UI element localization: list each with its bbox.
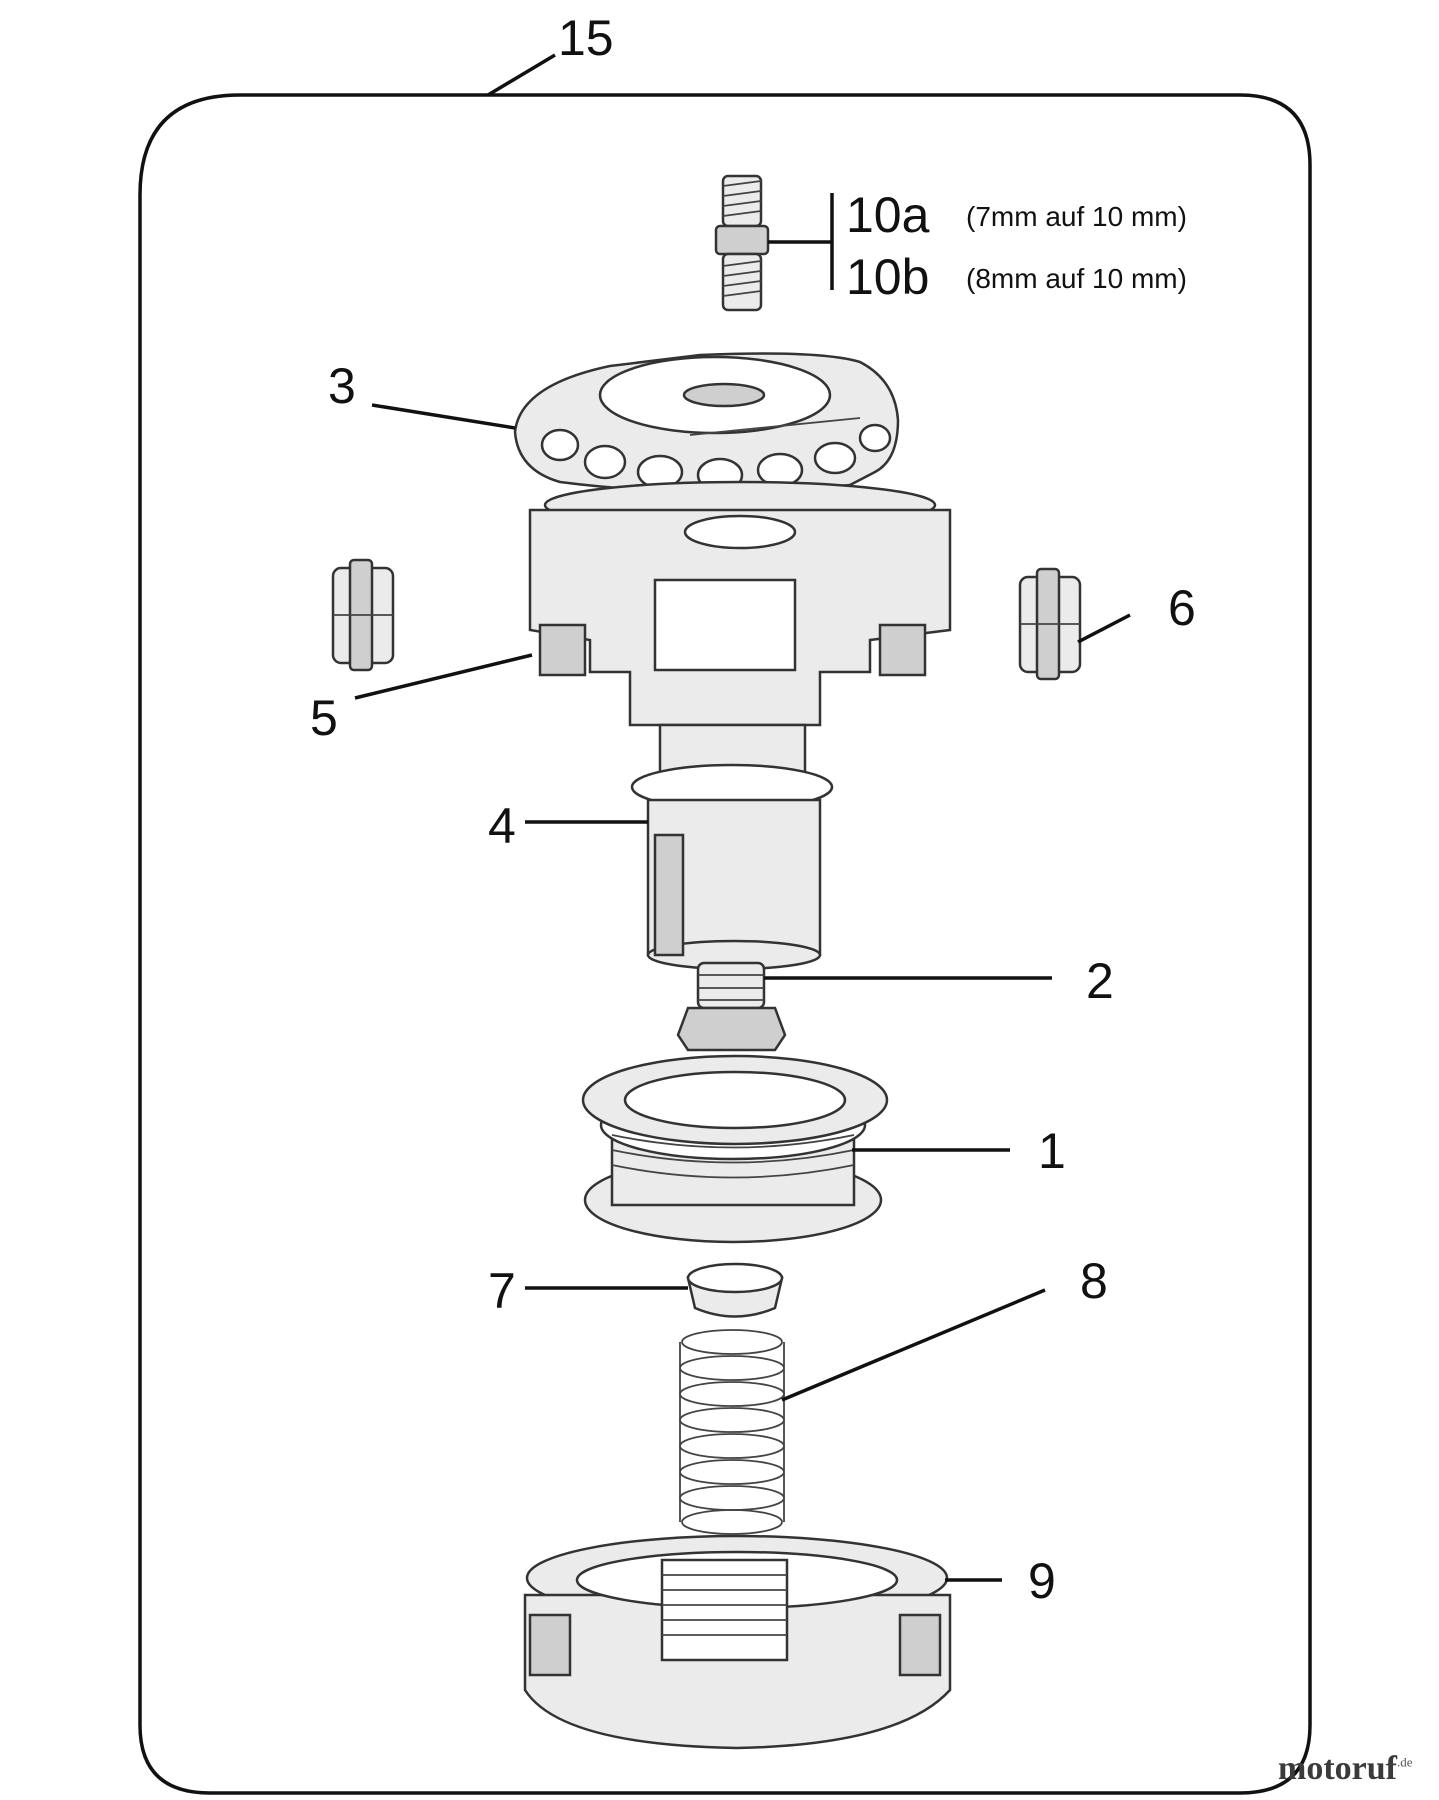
part-6-eyelet-right xyxy=(1018,567,1082,681)
part-8-spring xyxy=(679,1329,785,1535)
part-7-button-cap xyxy=(686,1262,784,1318)
part-4-hub xyxy=(630,723,834,971)
label-7: 7 xyxy=(488,1263,516,1319)
label-2: 2 xyxy=(1086,953,1114,1009)
label-10a: 10a xyxy=(846,187,930,243)
label-10b: 10b xyxy=(846,249,929,305)
part-2-nut xyxy=(676,961,787,1052)
part-3-cover-cap xyxy=(513,352,900,494)
part-5-spool-housing xyxy=(528,480,952,727)
assembly-frame xyxy=(138,93,1312,1795)
part-1-spool xyxy=(581,1054,889,1244)
label-8: 8 xyxy=(1080,1253,1108,1309)
leader-8 xyxy=(781,1288,1046,1402)
label-4: 4 xyxy=(488,798,516,854)
watermark-logo: motoruf.de xyxy=(1278,1750,1413,1788)
label-5: 5 xyxy=(310,690,338,746)
part-6-eyelet-left xyxy=(331,558,395,672)
leader-5 xyxy=(354,653,533,700)
label-3: 3 xyxy=(328,358,356,414)
part-10-adapter-bolt xyxy=(714,174,770,312)
leader-3 xyxy=(371,403,516,430)
label-6: 6 xyxy=(1168,580,1196,636)
label-10a-note: (7mm auf 10 mm) xyxy=(966,201,1187,232)
part-9-bump-knob xyxy=(523,1534,952,1750)
leader-6 xyxy=(1077,613,1131,644)
leader-15 xyxy=(487,53,556,97)
label-15: 15 xyxy=(558,10,614,66)
watermark-brand: motoruf xyxy=(1278,1750,1397,1787)
label-9: 9 xyxy=(1028,1553,1056,1609)
label-10b-note: (8mm auf 10 mm) xyxy=(966,263,1187,294)
watermark-tld: .de xyxy=(1396,1754,1413,1770)
label-1: 1 xyxy=(1038,1123,1066,1179)
